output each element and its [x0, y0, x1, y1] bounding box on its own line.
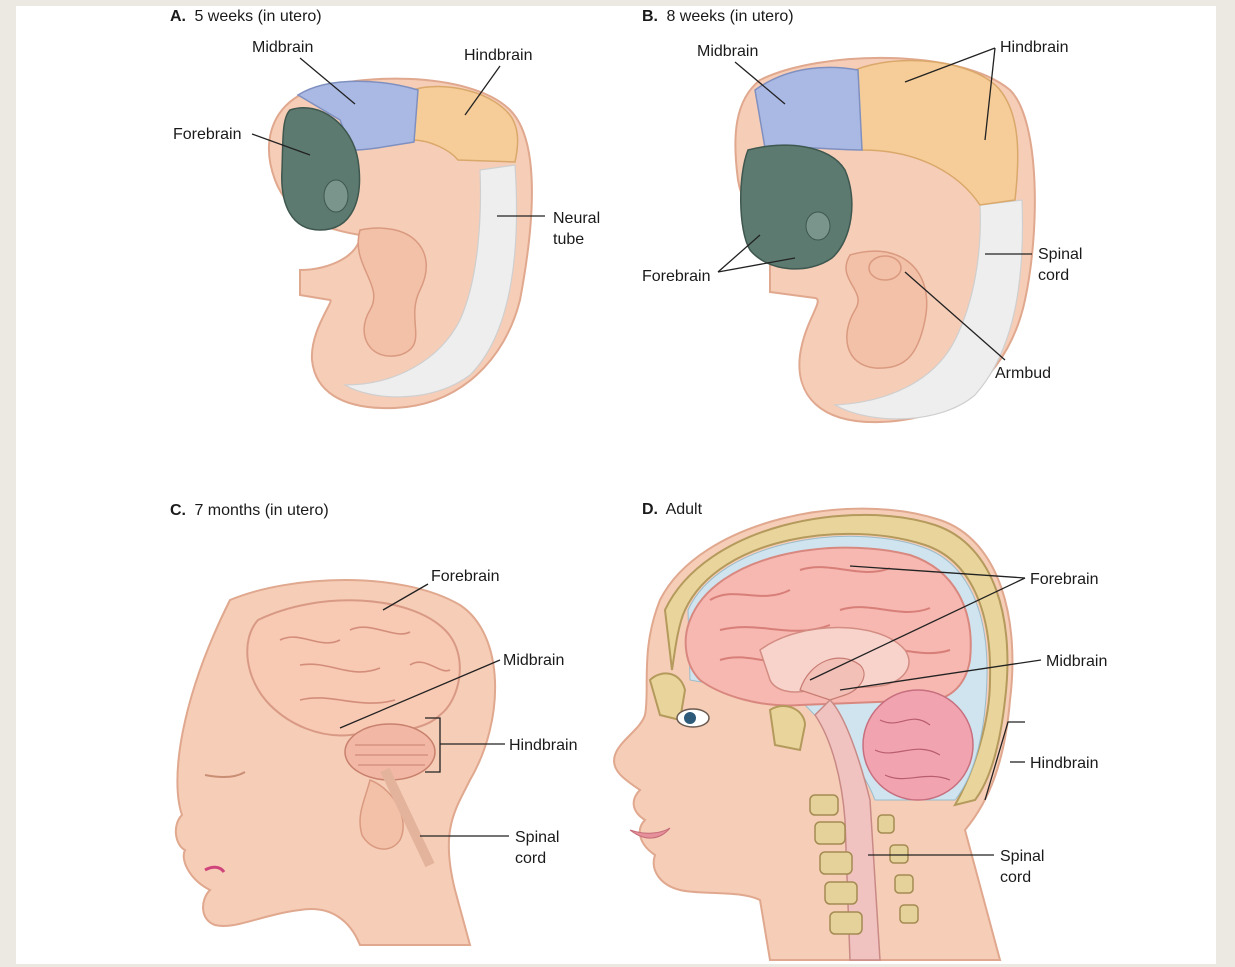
label-a-hindbrain: Hindbrain: [464, 47, 532, 64]
label-c-spinal-cord-line1: Spinal: [515, 829, 559, 846]
panel-d-letter: D.: [642, 501, 658, 518]
label-d-forebrain: Forebrain: [1030, 571, 1098, 588]
label-d-spinal-cord-line2: cord: [1000, 869, 1031, 886]
label-d-midbrain: Midbrain: [1046, 653, 1107, 670]
panel-d-caption: Adult: [666, 501, 703, 518]
label-b-midbrain: Midbrain: [697, 43, 758, 60]
label-d-hindbrain: Hindbrain: [1030, 755, 1098, 772]
label-b-forebrain: Forebrain: [642, 268, 710, 285]
label-b-spinal-cord-line1: Spinal: [1038, 246, 1082, 263]
label-b-spinal-cord-line2: cord: [1038, 267, 1069, 284]
panel-b-caption: 8 weeks (in utero): [666, 8, 793, 25]
cerebellum-shape: [863, 690, 973, 800]
label-d-spinal-cord-line1: Spinal: [1000, 848, 1044, 865]
label-a-neural-tube-line2: tube: [553, 231, 584, 248]
label-a-midbrain: Midbrain: [252, 39, 313, 56]
panel-c-letter: C.: [170, 502, 186, 519]
panel-c-title: C. 7 months (in utero): [170, 502, 329, 519]
label-c-hindbrain: Hindbrain: [509, 737, 577, 754]
fetus-head-illustration: [176, 580, 495, 945]
panel-a-caption: 5 weeks (in utero): [194, 8, 321, 25]
label-a-neural-tube-line1: Neural: [553, 210, 600, 227]
label-c-forebrain: Forebrain: [431, 568, 499, 585]
label-b-hindbrain: Hindbrain: [1000, 39, 1068, 56]
label-c-spinal-cord-line2: cord: [515, 850, 546, 867]
label-a-forebrain: Forebrain: [173, 126, 241, 143]
panel-a-letter: A.: [170, 8, 186, 25]
panel-d-title: D. Adult: [642, 501, 703, 518]
panel-b-letter: B.: [642, 8, 658, 25]
label-c-midbrain: Midbrain: [503, 652, 564, 669]
label-b-armbud: Armbud: [995, 365, 1051, 382]
panel-c-caption: 7 months (in utero): [194, 502, 328, 519]
